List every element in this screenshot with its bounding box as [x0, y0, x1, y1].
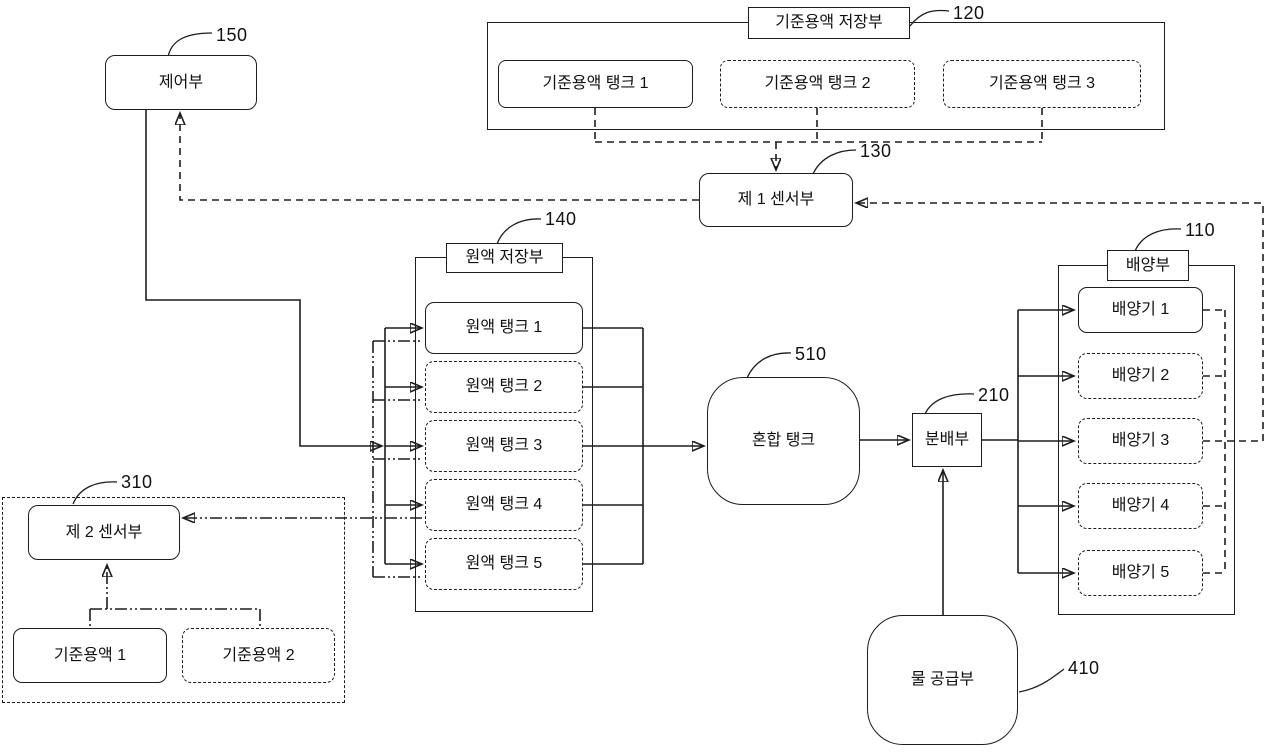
stock-storage-title: 원액 저장부 [446, 243, 563, 273]
water-supply-block: 물 공급부 [867, 615, 1018, 745]
reference-storage-title: 기준용액 저장부 [748, 7, 910, 39]
refnum-140: 140 [545, 209, 577, 229]
stock-tank-5: 원액 탱크 5 [425, 538, 583, 590]
reference-tank-3: 기준용액 탱크 3 [943, 60, 1141, 108]
stock-tank-2: 원액 탱크 2 [425, 361, 583, 413]
sensor2-block: 제 2 센서부 [28, 505, 180, 560]
reference-leader-lines [72, 9, 1182, 693]
refnum-110: 110 [1185, 220, 1216, 240]
sensor2-sampling-lines [89, 340, 422, 628]
stock-tank-1: 원액 탱크 1 [425, 302, 583, 354]
refnum-410: 410 [1068, 658, 1100, 678]
incubator-3: 배양기 3 [1078, 418, 1203, 464]
refnum-150: 150 [216, 25, 248, 45]
refnum-310: 310 [121, 472, 153, 492]
incubator-1: 배양기 1 [1078, 287, 1203, 333]
mix-tank-block: 혼합 탱크 [707, 377, 860, 505]
refnum-210: 210 [978, 385, 1010, 405]
refnum-510: 510 [795, 344, 827, 364]
distributor-block: 분배부 [912, 413, 982, 467]
reference-solution-1: 기준용액 1 [13, 628, 167, 683]
reference-tank-2: 기준용액 탱크 2 [720, 60, 915, 108]
sensor2-container [2, 497, 345, 703]
incubator-5: 배양기 5 [1078, 550, 1203, 596]
refnum-130: 130 [860, 141, 892, 161]
culture-unit-title: 배양부 [1107, 250, 1189, 281]
sensor1-block: 제 1 센서부 [699, 173, 853, 227]
reference-tank-1: 기준용액 탱크 1 [498, 60, 693, 108]
stock-tank-3: 원액 탱크 3 [425, 420, 583, 472]
controller-block: 제어부 [105, 55, 257, 110]
reference-solution-2: 기준용액 2 [182, 628, 335, 683]
flow-lines [145, 110, 1074, 615]
incubator-4: 배양기 4 [1078, 483, 1203, 529]
stock-tank-4: 원액 탱크 4 [425, 479, 583, 531]
refnum-120: 120 [953, 3, 985, 23]
sensor1-signal-lines [180, 108, 1264, 574]
incubator-2: 배양기 2 [1078, 353, 1203, 399]
